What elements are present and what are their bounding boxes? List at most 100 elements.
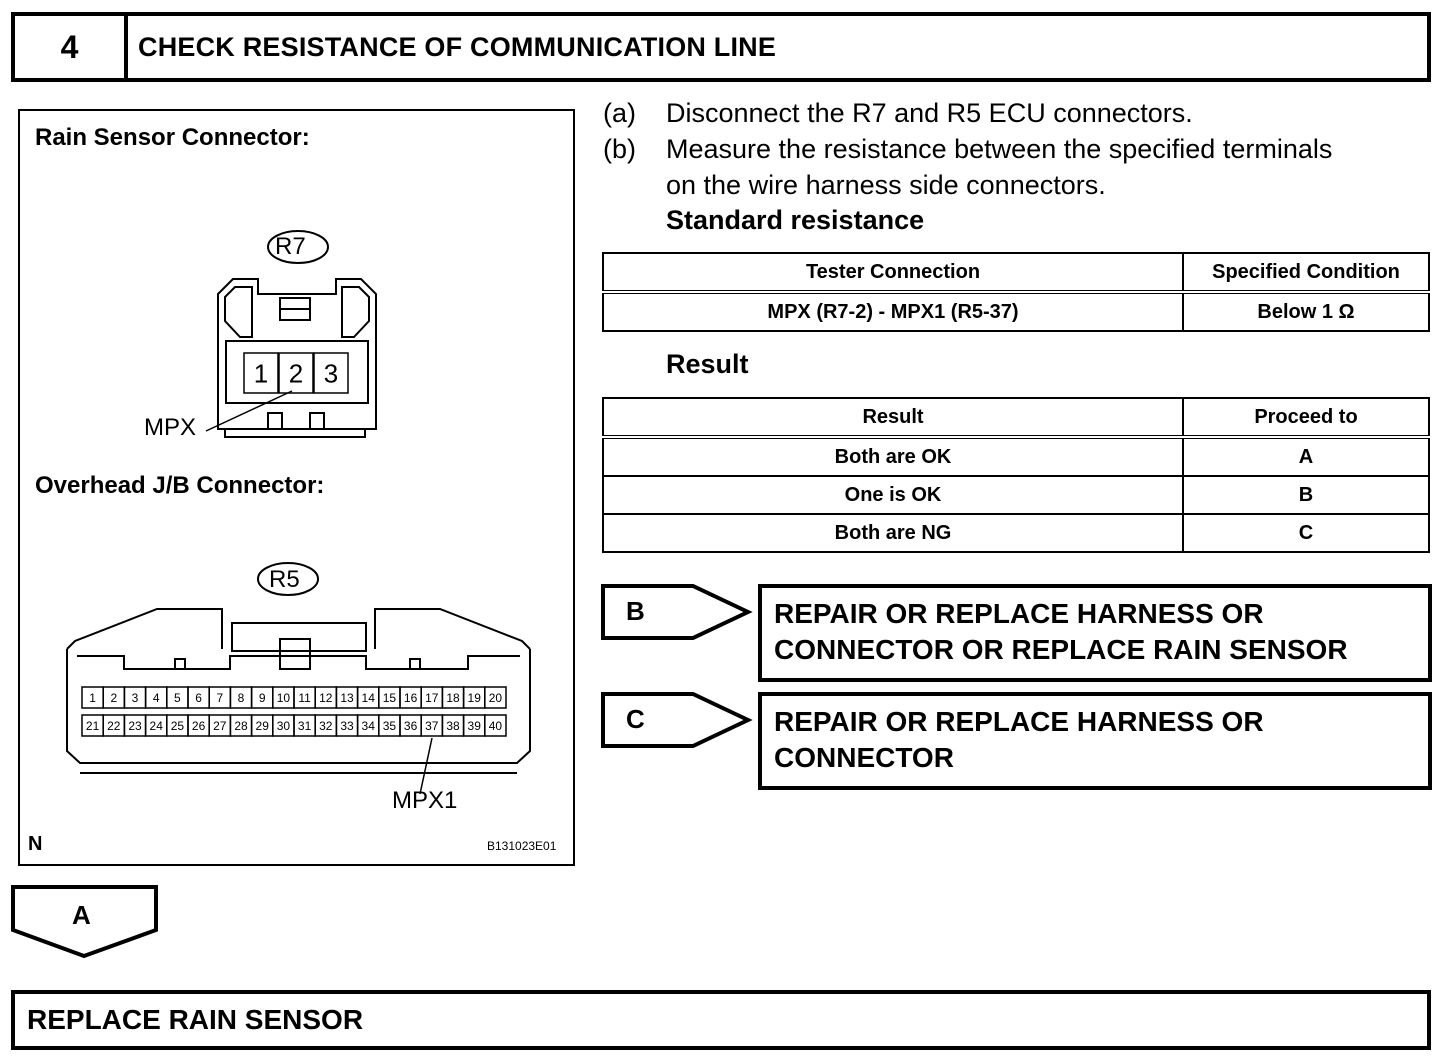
table-row: MPX (R7-2) - MPX1 (R5-37) Below 1 Ω [602, 291, 1430, 332]
r5-pin-cell: 16 [399, 686, 422, 709]
resistance-table: Tester Connection Specified Condition MP… [602, 252, 1430, 332]
branch-line: CONNECTOR [774, 742, 954, 773]
r5-pin-cell: 24 [144, 714, 168, 737]
pin-number: 18 [446, 691, 460, 705]
pin-number: 38 [446, 719, 460, 733]
r5-pin-cell: 39 [462, 714, 486, 737]
mpx-leader-line [205, 390, 293, 432]
pin-number: 29 [256, 719, 270, 733]
result-heading: Result [666, 349, 749, 379]
r5-pin-cell: 7 [208, 686, 232, 709]
r5-pin-cell: 13 [335, 686, 359, 709]
pin-number: 25 [171, 719, 185, 733]
r5-pin-cell: 6 [187, 686, 210, 709]
pin-number: 33 [340, 719, 354, 733]
pin-number: 13 [340, 691, 354, 705]
pin-number: 24 [150, 719, 164, 733]
r5-pin-cell: 8 [229, 686, 253, 709]
pin-number: 15 [383, 691, 397, 705]
next-a-letter: A [72, 900, 91, 930]
r5-pin-cell: 33 [335, 714, 359, 737]
pin-number: 23 [128, 719, 142, 733]
r7-pin-cell: 2 [278, 352, 314, 394]
r5-pin-cell: 14 [356, 686, 380, 709]
r5-pin-cell: 32 [314, 714, 338, 737]
pin-number: 34 [362, 719, 376, 733]
rain-sensor-connector-label: Rain Sensor Connector: [35, 124, 310, 151]
r5-pin-cell: 12 [314, 686, 338, 709]
step-header: 4 CHECK RESISTANCE OF COMMUNICATION LINE [11, 12, 1431, 82]
table-row: One is OK B [602, 475, 1430, 515]
pin-number: 31 [298, 719, 312, 733]
header-cell: Tester Connection [602, 252, 1184, 294]
r5-pin-cell: 17 [420, 686, 444, 709]
instruction-tag: (b) [603, 134, 636, 164]
branch-line: REPAIR OR REPLACE HARNESS OR [774, 598, 1264, 629]
pin-number: 9 [259, 691, 266, 705]
corner-n-label: N [28, 833, 43, 855]
next-a-arrow-tag: A [11, 885, 158, 959]
pin-number: 39 [468, 719, 482, 733]
r5-pin-cell: 15 [378, 686, 401, 709]
pin-number: 6 [195, 691, 202, 705]
pin-number: 16 [404, 691, 418, 705]
mpx1-label: MPX1 [392, 787, 458, 814]
pin-number: 36 [404, 719, 418, 733]
pin-number: 4 [153, 691, 160, 705]
r5-pin-cell: 27 [208, 714, 232, 737]
r5-pin-cell: 31 [293, 714, 316, 737]
table-cell: MPX (R7-2) - MPX1 (R5-37) [602, 291, 1184, 332]
pin-number: 27 [213, 719, 227, 733]
header-cell: Specified Condition [1182, 252, 1430, 294]
r5-pin-cell: 22 [102, 714, 126, 737]
overhead-jb-connector-label: Overhead J/B Connector: [35, 472, 325, 499]
table-cell: C [1182, 513, 1430, 553]
r5-pin-cell: 10 [272, 686, 295, 709]
figure-code: B131023E01 [487, 839, 557, 853]
result-table: Result Proceed to Both are OK A One is O… [602, 397, 1430, 553]
final-action-box: REPLACE RAIN SENSOR [11, 990, 1431, 1050]
pin-number: 12 [319, 691, 333, 705]
pin-number: 22 [107, 719, 121, 733]
pin-number: 37 [425, 719, 439, 733]
pin-number: 30 [277, 719, 291, 733]
pin-number: 17 [425, 691, 439, 705]
pin-number: 1 [89, 691, 96, 705]
r5-pin-cell: 3 [123, 686, 147, 709]
instruction-tag: (a) [603, 98, 636, 128]
r7-tag-outline [267, 230, 329, 264]
standard-resistance-heading: Standard resistance [666, 205, 925, 235]
pin-number: 21 [86, 719, 100, 733]
pin-number: 19 [468, 691, 482, 705]
mpx1-leader-line [419, 737, 433, 795]
pin-number: 35 [383, 719, 397, 733]
r5-tag-outline [257, 562, 319, 596]
instruction-line: Disconnect the R7 and R5 ECU connectors. [666, 98, 1193, 128]
table-row: Both are OK A [602, 436, 1430, 477]
pin-number: 28 [234, 719, 248, 733]
branch-b-letter: B [626, 596, 645, 626]
pin-number: 2 [110, 691, 117, 705]
table-header-row: Result Proceed to [602, 397, 1430, 439]
step-number: 4 [15, 16, 128, 78]
pin-number: 8 [238, 691, 245, 705]
step-title: CHECK RESISTANCE OF COMMUNICATION LINE [138, 31, 777, 62]
pin-number: 11 [298, 691, 311, 705]
r5-tag-label: R5 [269, 566, 300, 593]
pin-number: 20 [489, 691, 503, 705]
table-row: Both are NG C [602, 513, 1430, 553]
r5-pin-cell: 40 [484, 714, 507, 737]
r5-pin-cell: 35 [378, 714, 401, 737]
pin-number: 40 [489, 719, 503, 733]
instruction-line: Measure the resistance between the speci… [666, 134, 1333, 164]
r5-connector [66, 608, 531, 774]
r5-pin-cell: 5 [166, 686, 189, 709]
r5-pin-cell: 11 [293, 686, 316, 709]
r5-pin-cell: 4 [144, 686, 168, 709]
branch-c-letter: C [626, 704, 645, 734]
table-cell: Below 1 Ω [1182, 291, 1430, 332]
